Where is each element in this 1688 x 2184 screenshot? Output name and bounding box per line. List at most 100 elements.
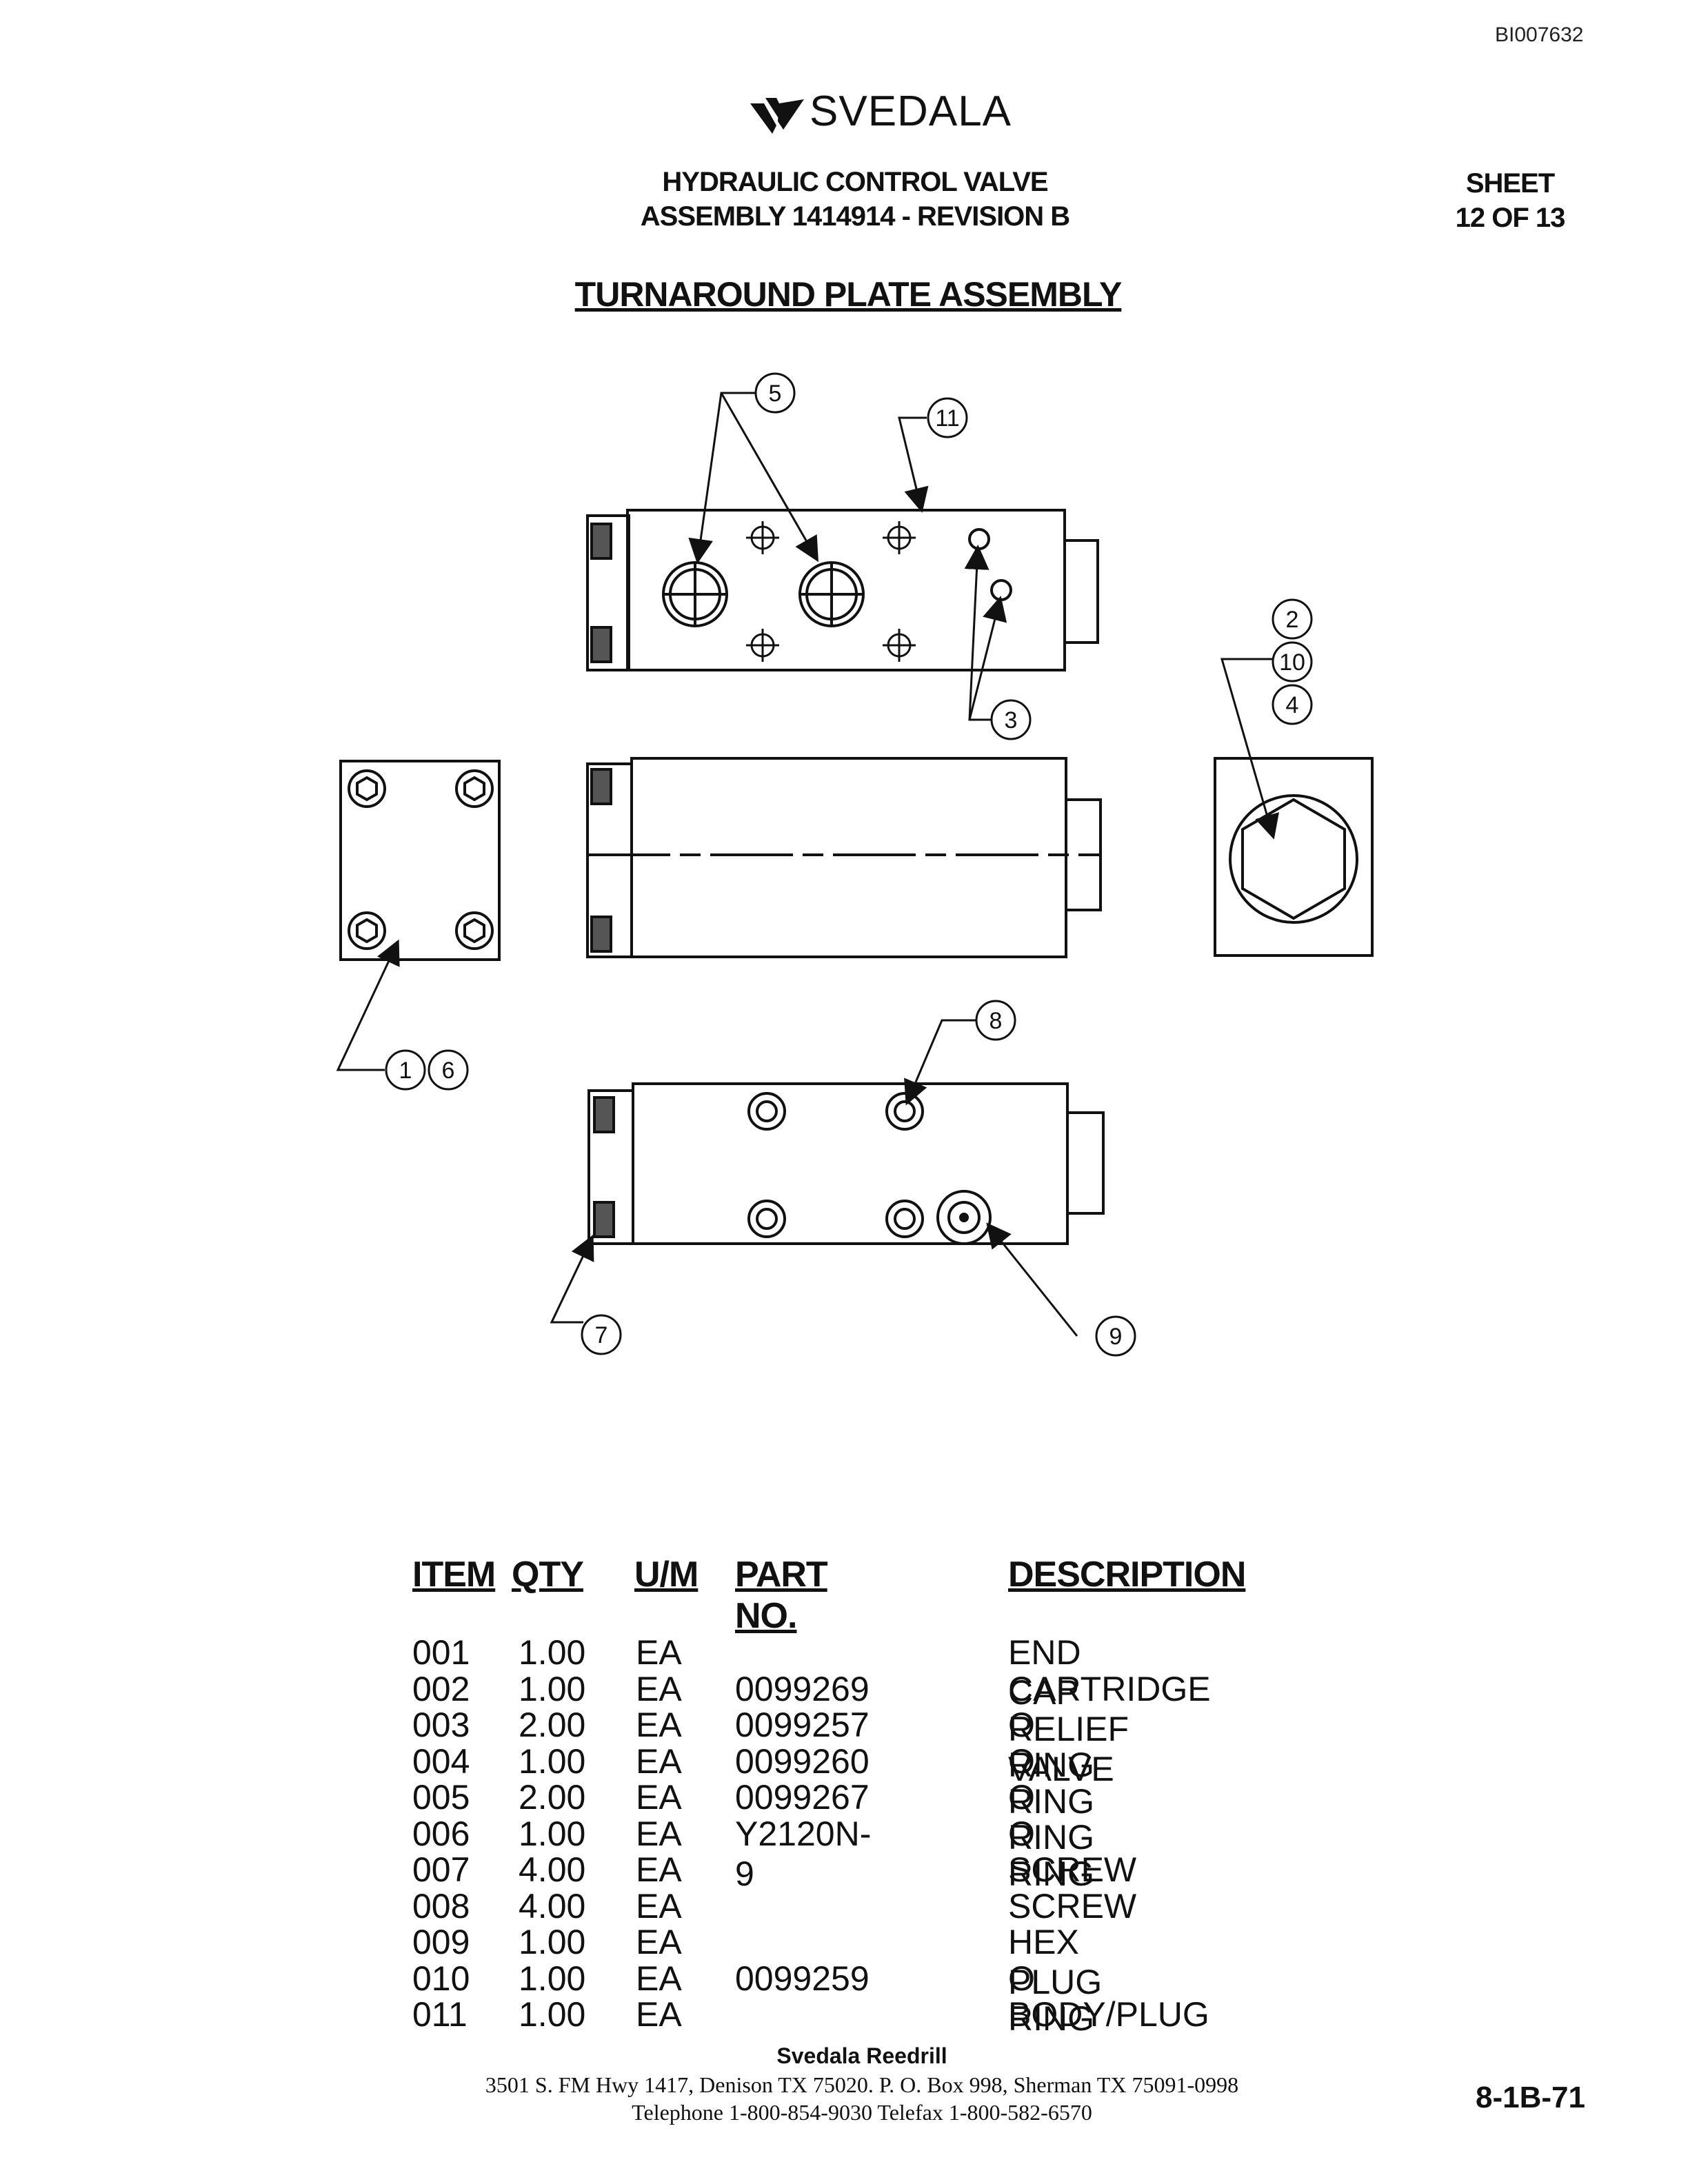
part-no-cell: 0099257 bbox=[735, 1706, 870, 1744]
port-icon bbox=[662, 561, 728, 627]
callout-bubble bbox=[428, 1049, 469, 1091]
item-cell: 006 bbox=[412, 1814, 470, 1853]
port-icon bbox=[798, 561, 865, 627]
um-cell: EA bbox=[636, 1669, 682, 1708]
bolt-head-icon bbox=[348, 769, 494, 950]
um-cell: EA bbox=[636, 1633, 682, 1672]
document-id: BI007632 bbox=[1495, 23, 1584, 46]
callout-label: 10 bbox=[1279, 649, 1305, 676]
um-cell: EA bbox=[636, 1959, 682, 1998]
end-cap-view bbox=[339, 760, 501, 961]
document-title-line1: HYDRAULIC CONTROL VALVE bbox=[662, 167, 1048, 197]
svedala-logo-mark-icon bbox=[750, 98, 804, 134]
qty-cell: 4.00 bbox=[519, 1850, 586, 1889]
item-cell: 005 bbox=[412, 1778, 470, 1817]
part-no-cell: Y2120N-9 bbox=[735, 1814, 872, 1893]
callout-bubble bbox=[1095, 1315, 1136, 1357]
description-cell: BODY/PLUG bbox=[1008, 1995, 1209, 2034]
column-header-qty: QTY bbox=[512, 1555, 584, 1595]
item-cell: 010 bbox=[412, 1959, 470, 1998]
part-no-cell: 0099269 bbox=[735, 1669, 870, 1708]
qty-cell: 1.00 bbox=[519, 1959, 586, 1998]
callout-label: 11 bbox=[935, 405, 959, 432]
qty-cell: 1.00 bbox=[519, 1633, 586, 1672]
screw-head-icon bbox=[590, 523, 612, 663]
footer-company: Svedala Reedrill bbox=[776, 2043, 947, 2068]
callout-label: 3 bbox=[1005, 707, 1018, 734]
side-view bbox=[586, 757, 1102, 958]
crosshair-mark-icon bbox=[746, 521, 916, 662]
top-view bbox=[586, 509, 1099, 671]
item-cell: 003 bbox=[412, 1706, 470, 1744]
description-cell: SCREW bbox=[1008, 1850, 1137, 1889]
hex-plug-icon bbox=[936, 1190, 992, 1245]
company-logo: SVEDALA bbox=[749, 81, 1011, 143]
qty-cell: 2.00 bbox=[519, 1706, 586, 1744]
um-cell: EA bbox=[636, 1778, 682, 1817]
item-cell: 008 bbox=[412, 1886, 470, 1925]
description-cell: O RING bbox=[1008, 1741, 1094, 1821]
callout-label: 1 bbox=[399, 1058, 412, 1084]
qty-cell: 4.00 bbox=[519, 1886, 586, 1925]
callout-bubble bbox=[927, 397, 968, 438]
part-no-cell: 0099260 bbox=[735, 1741, 870, 1781]
qty-cell: 1.00 bbox=[519, 1741, 586, 1781]
plug-end-view bbox=[1214, 757, 1374, 957]
qty-cell: 2.00 bbox=[519, 1778, 586, 1817]
um-cell: EA bbox=[636, 1886, 682, 1925]
description-cell: O RING bbox=[1008, 1814, 1094, 1893]
callout-label: 9 bbox=[1109, 1324, 1123, 1350]
callout-label: 6 bbox=[442, 1058, 455, 1084]
item-cell: 009 bbox=[412, 1923, 470, 1961]
sheet-number: 12 OF 13 bbox=[1455, 203, 1566, 233]
callout-bubble bbox=[385, 1049, 426, 1091]
callout-label: 5 bbox=[769, 381, 782, 407]
callout-bubble bbox=[990, 699, 1032, 740]
sheet-label: SHEET bbox=[1465, 168, 1555, 199]
item-cell: 007 bbox=[412, 1850, 470, 1889]
description-cell: O RING bbox=[1008, 1706, 1094, 1784]
part-no-cell: 0099259 bbox=[735, 1959, 870, 1998]
callout-label: 4 bbox=[1286, 692, 1299, 718]
logo-wordmark: SVEDALA bbox=[810, 88, 1012, 135]
small-port-icon bbox=[968, 528, 990, 550]
um-cell: EA bbox=[636, 1706, 682, 1744]
description-cell: SCREW bbox=[1008, 1886, 1137, 1925]
description-cell: O RING bbox=[1008, 1778, 1094, 1857]
qty-cell: 1.00 bbox=[519, 1995, 586, 2034]
item-cell: 001 bbox=[412, 1633, 470, 1672]
page-number: 8-1B-71 bbox=[1476, 2081, 1585, 2114]
column-header-item: ITEM bbox=[412, 1555, 496, 1595]
description-cell: O RING bbox=[1008, 1959, 1094, 2038]
column-header-part-no: PART NO. bbox=[735, 1555, 828, 1636]
description-cell: CARTRIDGE RELIEF VALVE bbox=[1008, 1669, 1211, 1788]
screw-port-icon bbox=[747, 1092, 924, 1238]
footer-telephone: Telephone 1-800-854-9030 Telefax 1-800-5… bbox=[632, 2100, 1092, 2125]
footer-address: 3501 S. FM Hwy 1417, Denison TX 75020. P… bbox=[485, 2072, 1239, 2097]
qty-cell: 1.00 bbox=[519, 1923, 586, 1961]
item-cell: 002 bbox=[412, 1669, 470, 1708]
um-cell: EA bbox=[636, 1995, 682, 2034]
callout-label: 8 bbox=[989, 1008, 1003, 1034]
um-cell: EA bbox=[636, 1741, 682, 1781]
um-cell: EA bbox=[636, 1814, 682, 1853]
bottom-view bbox=[587, 1082, 1105, 1245]
qty-cell: 1.00 bbox=[519, 1814, 586, 1853]
callout-label: 7 bbox=[595, 1322, 608, 1348]
um-cell: EA bbox=[636, 1923, 682, 1961]
description-cell: HEX PLUG bbox=[1008, 1923, 1103, 2001]
column-header-description: DESCRIPTION bbox=[1008, 1555, 1246, 1595]
callout-bubble bbox=[1272, 598, 1313, 640]
item-cell: 011 bbox=[412, 1995, 468, 2034]
callout-bubble bbox=[975, 1000, 1016, 1041]
column-header-um: U/M bbox=[634, 1555, 699, 1595]
document-title-line2: ASSEMBLY 1414914 - REVISION B bbox=[640, 201, 1070, 232]
section-title: TURNAROUND PLATE ASSEMBLY bbox=[574, 275, 1123, 314]
qty-cell: 1.00 bbox=[519, 1669, 586, 1708]
part-no-cell: 0099267 bbox=[735, 1778, 870, 1817]
small-port-icon bbox=[990, 579, 1012, 601]
callout-bubble bbox=[581, 1314, 622, 1355]
description-cell: END CAP bbox=[1008, 1633, 1081, 1712]
callout-bubble bbox=[1272, 684, 1313, 725]
